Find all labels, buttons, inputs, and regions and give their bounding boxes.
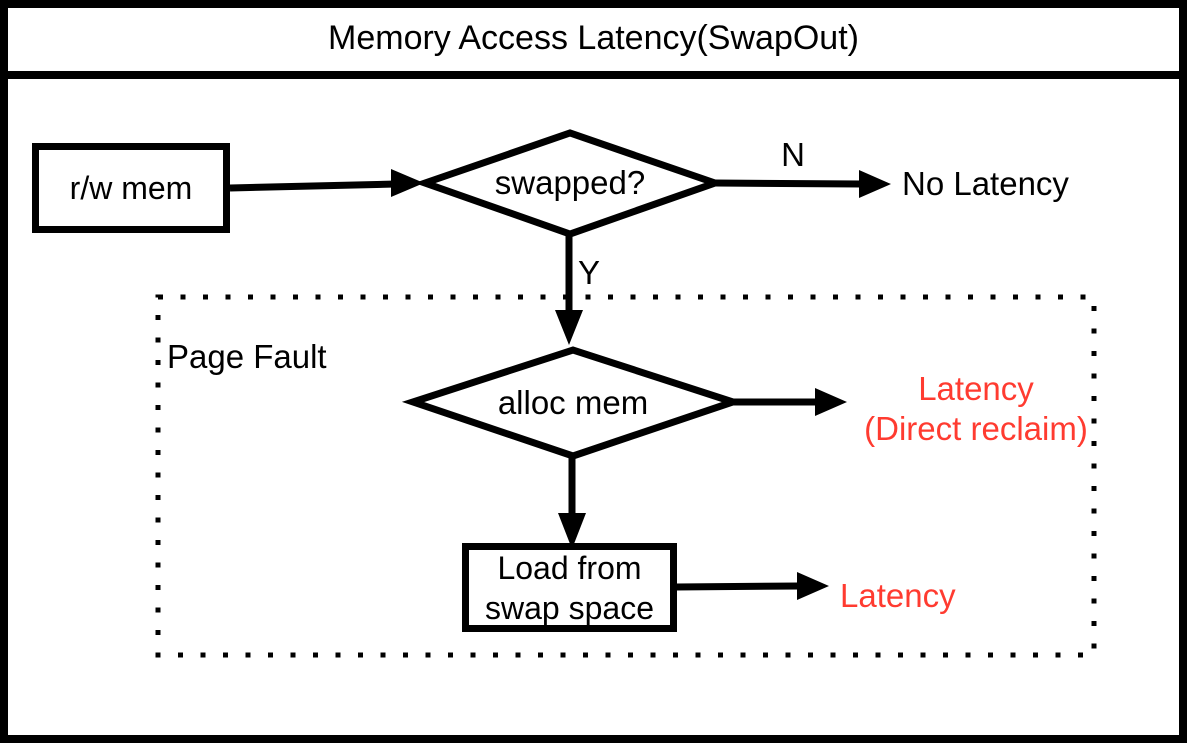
load-swap-node: Load from swap space — [462, 543, 677, 632]
latency-swap-text: Latency — [840, 577, 956, 614]
latency-direct-reclaim-text: Latency (Direct reclaim) — [846, 369, 1106, 449]
latency-direct-line2: (Direct reclaim) — [864, 410, 1088, 447]
edge-swapped-to-nolatency — [713, 170, 891, 198]
edge-label-no: N — [781, 136, 805, 173]
alloc-mem-diamond — [401, 346, 745, 460]
edge-swapped-to-alloc — [555, 230, 583, 345]
page-fault-group-label: Page Fault — [167, 338, 327, 375]
latency-direct-line1: Latency — [918, 370, 1034, 407]
edge-alloc-to-loadswap — [558, 453, 586, 549]
swapped-diamond — [414, 129, 726, 238]
no-latency-text: No Latency — [902, 165, 1069, 202]
alloc-mem-label: alloc mem — [497, 384, 649, 421]
diagram-title: Memory Access Latency(SwapOut) — [328, 19, 859, 57]
rw-mem-label: r/w mem — [69, 170, 193, 206]
edge-alloc-to-latency-direct — [730, 388, 847, 416]
load-swap-label-line1: Load from — [497, 549, 642, 586]
edge-rwmem-to-swapped — [229, 169, 424, 197]
load-swap-label-line2: swap space — [485, 589, 654, 626]
edge-label-yes: Y — [577, 254, 600, 291]
page-fault-group-border — [155, 294, 1097, 658]
swapped-label: swapped? — [494, 164, 646, 201]
title-bar: Memory Access Latency(SwapOut) — [0, 0, 1187, 79]
rw-mem-node: r/w mem — [32, 143, 230, 233]
edge-loadswap-to-latency — [675, 572, 829, 600]
